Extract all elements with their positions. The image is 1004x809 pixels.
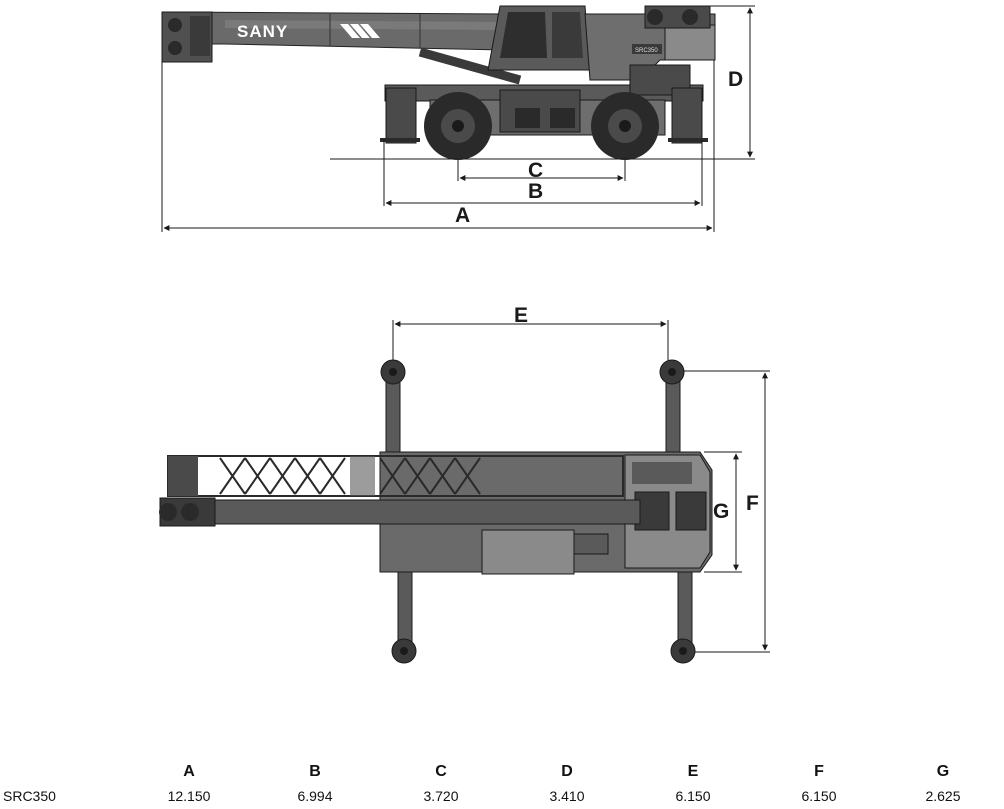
spec-model: SRC350 — [3, 788, 56, 804]
spec-table: A B C D E F G SRC350 12.150 6.994 3.720 … — [0, 760, 1004, 808]
side-boom — [171, 11, 506, 51]
spec-value-d: 3.410 — [549, 788, 585, 804]
spec-header-b: B — [309, 763, 321, 780]
top-boom — [159, 497, 641, 527]
spec-value-e: 6.150 — [675, 788, 711, 804]
dimension-label-d: D — [728, 68, 743, 91]
side-front-tire — [424, 92, 492, 160]
spec-header-row: A B C D E F G — [0, 760, 1004, 784]
spec-header-model — [0, 760, 126, 784]
brand-logo: SANY — [237, 22, 288, 41]
spec-header-g: G — [936, 763, 950, 780]
side-rear-tire — [591, 92, 659, 160]
dimension-label-c: C — [528, 159, 543, 182]
dimension-label-b: B — [528, 180, 543, 203]
top-view: E F G — [159, 304, 770, 664]
spec-value-f: 6.150 — [801, 788, 837, 804]
superstructure: SRC350 — [584, 5, 716, 81]
dimension-g: G — [704, 451, 742, 573]
operator-cab — [487, 5, 591, 71]
lattice-jib — [167, 455, 624, 497]
top-cab — [624, 454, 711, 569]
logo-stripe-3 — [360, 24, 380, 38]
dimension-b: B — [383, 140, 703, 206]
dimension-d: D — [705, 5, 755, 158]
spec-header-c: C — [435, 763, 447, 780]
spec-value-g: 2.625 — [925, 788, 961, 804]
spec-header-a: A — [183, 763, 195, 780]
lift-cylinder — [418, 47, 522, 85]
dimension-a: A — [161, 60, 715, 232]
spec-header-f: F — [814, 763, 824, 780]
logo-stripe-1 — [340, 24, 360, 38]
spec-value-c: 3.720 — [423, 788, 459, 804]
outrigger-pads — [380, 359, 696, 664]
dimension-label-g: G — [713, 500, 729, 523]
logo-stripe-2 — [350, 24, 370, 38]
dimension-label-f: F — [746, 492, 759, 515]
spec-row: SRC350 12.150 6.994 3.720 3.410 6.150 6.… — [0, 784, 1004, 808]
spec-header-e: E — [687, 763, 699, 780]
dimension-f: F — [684, 370, 770, 653]
boom-head — [161, 11, 213, 63]
dimension-label-a: A — [455, 204, 470, 227]
dimension-c: C — [457, 159, 626, 182]
dimension-label-e: E — [514, 304, 528, 327]
spec-header-d: D — [561, 763, 573, 780]
dimension-e: E — [392, 304, 669, 360]
spec-value-b: 6.994 — [297, 788, 333, 804]
spec-value-a: 12.150 — [167, 788, 211, 804]
model-plate: SRC350 — [635, 48, 658, 54]
engine-compartment — [481, 529, 575, 575]
side-view: SANY SRC350 — [161, 5, 755, 232]
side-outriggers — [380, 87, 708, 144]
